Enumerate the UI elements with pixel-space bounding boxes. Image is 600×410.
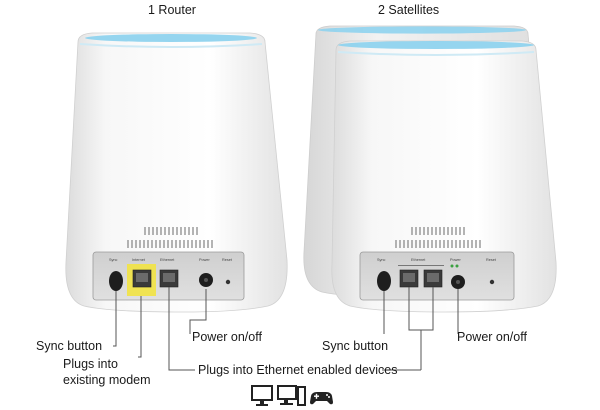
satellite-power-label: Power on/off <box>457 330 527 344</box>
modem-leader <box>138 296 142 358</box>
desktop-computer-icon <box>277 385 306 406</box>
gamepad-icon <box>310 392 333 405</box>
modem-label-line1: Plugs into <box>63 357 118 371</box>
router-device: Sync Internet Ethernet Power Reset <box>65 32 288 313</box>
router-body <box>65 32 288 313</box>
connected-devices-icons <box>251 385 333 406</box>
satellite-port-label: Sync <box>377 258 386 262</box>
monitor-icon <box>251 385 273 406</box>
router-port-label: Internet <box>132 258 146 262</box>
router-sync-button <box>109 271 123 291</box>
satellite-vents <box>395 227 481 248</box>
router-power-leader <box>189 289 207 334</box>
router-vents <box>127 227 213 248</box>
satellites-title: 2 Satellites <box>378 3 440 17</box>
router-ethernet-leader <box>168 287 195 371</box>
router-sync-label: Sync button <box>36 339 103 353</box>
satellite-reset-hole <box>489 279 495 285</box>
router-port-label: Sync <box>109 258 118 262</box>
satellite-front-device: Sync Ethernet Power Reset <box>331 40 557 313</box>
satellite-top-light <box>338 41 534 49</box>
ethernet-label: Plugs into Ethernet enabled devices <box>198 363 398 377</box>
router-port-label: Ethernet <box>160 258 175 262</box>
satellite-sync-button <box>377 271 391 291</box>
satellite-port-label: Power <box>450 258 461 262</box>
modem-label-line2: existing modem <box>63 373 151 387</box>
satellite-port-label: Ethernet <box>411 258 426 262</box>
router-sync-leader <box>113 291 117 347</box>
router-power-label: Power on/off <box>192 330 262 344</box>
router-top-light <box>85 34 257 42</box>
router-reset-hole <box>225 279 231 285</box>
router-port-label: Reset <box>222 258 233 262</box>
callout-lines <box>113 287 459 371</box>
satellite-port-label: Reset <box>486 258 497 262</box>
satellite-sync-label: Sync button <box>322 339 389 353</box>
router-port-label: Power <box>199 258 210 262</box>
router-title: 1 Router <box>148 3 196 17</box>
satellite-body <box>331 40 557 313</box>
